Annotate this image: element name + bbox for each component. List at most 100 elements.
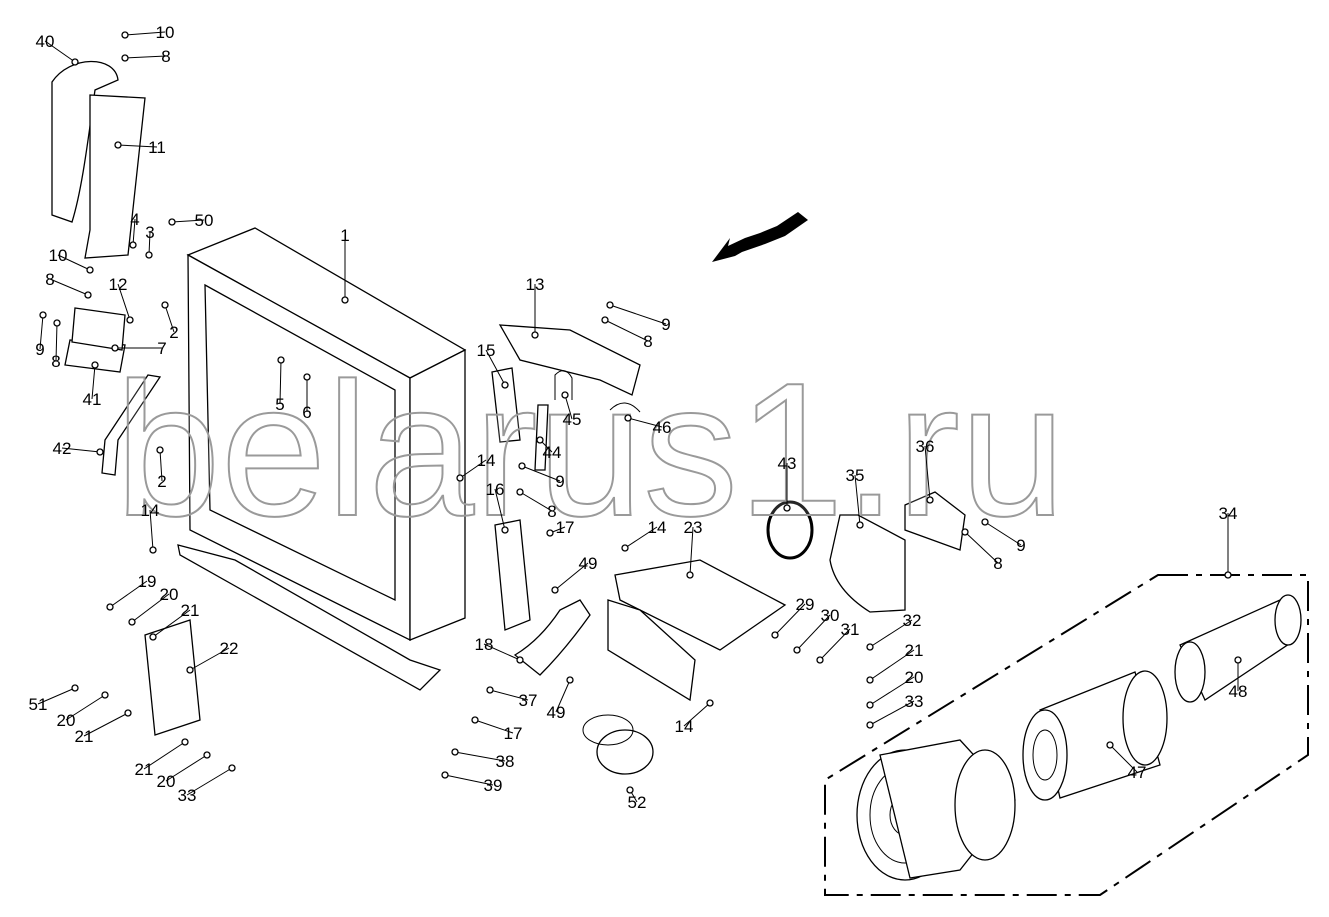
callout-label: 17 — [556, 518, 575, 537]
callout-leader — [164, 304, 175, 333]
fastener-part — [39, 311, 47, 319]
callout-leader — [459, 459, 487, 479]
callout-label: 35 — [846, 466, 865, 485]
callout-label: 12 — [109, 275, 128, 294]
callout-label: 14 — [141, 501, 160, 520]
fastener-part — [121, 54, 129, 62]
fastener-part — [516, 656, 524, 664]
callout-label: 21 — [135, 760, 154, 779]
fastener-part — [106, 603, 114, 611]
callout-label: 36 — [916, 437, 935, 456]
callout-leader — [485, 349, 506, 386]
callout-leader — [117, 283, 131, 321]
fastener-part — [451, 748, 459, 756]
callout-leader — [132, 218, 136, 246]
callout-leader — [604, 319, 649, 342]
callout-label: 48 — [1229, 682, 1248, 701]
callout-leader — [489, 689, 529, 701]
callout-label: 32 — [903, 611, 922, 630]
fastener-part — [1224, 571, 1232, 579]
callout-label: 8 — [161, 47, 170, 66]
pipe-18 — [513, 599, 591, 676]
callout-leader — [279, 359, 282, 405]
callout-label: 14 — [648, 518, 667, 537]
fastener-part — [501, 526, 509, 534]
bracket-13 — [498, 324, 641, 396]
callout-leader — [689, 526, 694, 576]
fastener-part — [161, 301, 169, 309]
fastener-part — [531, 331, 539, 339]
callout-leader — [117, 144, 158, 148]
fastener-part — [501, 381, 509, 389]
callout-label: 44 — [543, 443, 562, 462]
callout-leader — [39, 314, 44, 350]
bracket-42 — [101, 374, 162, 476]
callout-label: 20 — [157, 772, 176, 791]
callout-label: 3 — [145, 223, 154, 242]
callout-label: 8 — [45, 270, 54, 289]
fastener-part — [561, 391, 569, 399]
callout-label: 21 — [905, 641, 924, 660]
callout-label: 29 — [796, 595, 815, 614]
cover-22 — [144, 619, 201, 736]
callout-label: 18 — [475, 635, 494, 654]
fastener-part — [126, 316, 134, 324]
fastener-part — [96, 448, 104, 456]
callout-label: 13 — [526, 275, 545, 294]
callout-label: 49 — [547, 703, 566, 722]
callout-leader — [984, 521, 1022, 546]
callout-leader — [124, 55, 167, 59]
callout-leader — [65, 694, 106, 721]
callout-leader — [521, 465, 561, 482]
callout-label: 41 — [83, 390, 102, 409]
fastener-part — [114, 141, 122, 149]
callout-label: 33 — [178, 786, 197, 805]
callout-label: 2 — [169, 323, 178, 342]
callout-leader — [624, 526, 658, 549]
bracket-15 — [491, 367, 521, 443]
callout-leader — [474, 719, 514, 734]
fastener-part — [621, 544, 629, 552]
callout-leader — [564, 394, 573, 420]
callout-label: 45 — [563, 410, 582, 429]
fastener-part — [518, 462, 526, 470]
fastener-part — [168, 218, 176, 226]
fastener-part — [686, 571, 694, 579]
fastener-part — [71, 58, 79, 66]
radiator-frame — [177, 227, 467, 691]
callout-label: 15 — [477, 341, 496, 360]
callout-leader — [131, 593, 170, 623]
fastener-part — [793, 646, 801, 654]
callout-leader — [854, 474, 861, 526]
fastener-part — [816, 656, 824, 664]
callout-label: 20 — [57, 711, 76, 730]
callout-label: 5 — [275, 395, 284, 414]
fastener-part — [783, 504, 791, 512]
fastener-part — [626, 786, 634, 794]
callout-leader — [683, 702, 711, 727]
fastener-part — [186, 666, 194, 674]
fastener-part — [1106, 741, 1114, 749]
callout-label: 1 — [340, 226, 349, 245]
fastener-part — [86, 266, 94, 274]
callout-leader — [49, 278, 89, 296]
fastener-part — [536, 436, 544, 444]
hose-52 — [596, 729, 654, 775]
callout-label: 34 — [1219, 504, 1238, 523]
callout-leader — [627, 417, 663, 428]
callout-leader — [189, 647, 230, 671]
fastener-part — [926, 496, 934, 504]
callout-label: 2 — [157, 472, 166, 491]
callout-label: 50 — [195, 211, 214, 230]
callout-leader — [109, 580, 148, 608]
callout-label: 42 — [53, 439, 72, 458]
fastener-part — [53, 319, 61, 327]
callout-label: 38 — [496, 752, 515, 771]
callout-leader — [774, 603, 806, 636]
fastener-part — [181, 738, 189, 746]
fastener-part — [203, 751, 211, 759]
fastener-part — [1234, 656, 1242, 664]
air-cleaner-assembly-outline — [824, 574, 1309, 896]
callout-label: 20 — [160, 585, 179, 604]
